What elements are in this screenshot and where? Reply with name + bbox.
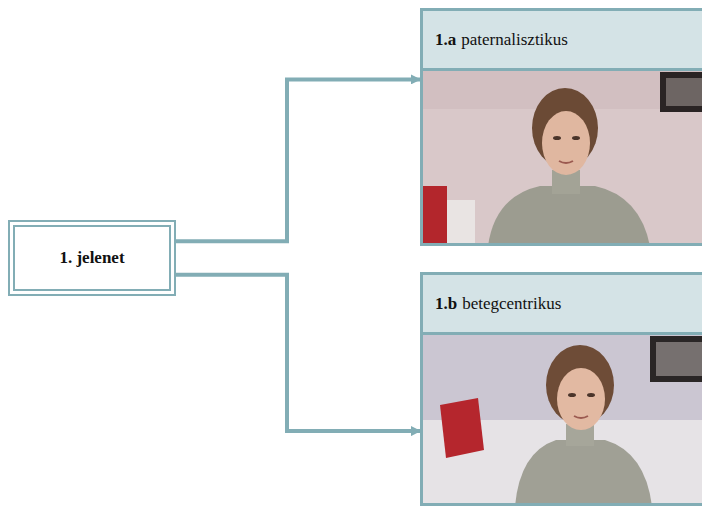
- still-patient-centred: [423, 333, 702, 506]
- branch-arrow: [176, 79, 420, 241]
- variant-title: betegcentrikus: [462, 294, 561, 314]
- still-paternalistic: [423, 69, 702, 246]
- panel-header: 1.apaternalisztikus: [423, 11, 702, 71]
- scene-box: 1. jelenet: [8, 220, 176, 296]
- variant-number: 1.b: [435, 294, 457, 314]
- branch-arrow: [176, 275, 420, 431]
- variant-number: 1.a: [435, 30, 456, 50]
- panel-header: 1.bbetegcentrikus: [423, 275, 702, 335]
- variant-panel: 1.bbetegcentrikus: [420, 272, 702, 506]
- variant-title: paternalisztikus: [461, 30, 568, 50]
- scene-label: 1. jelenet: [59, 248, 124, 268]
- variant-panel: 1.apaternalisztikus: [420, 8, 702, 246]
